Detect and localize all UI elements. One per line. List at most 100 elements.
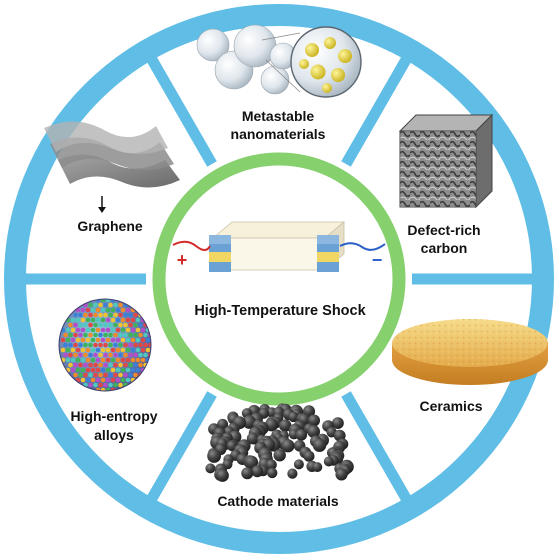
alloy-atom (98, 312, 103, 318)
alloy-atom (60, 347, 66, 353)
alloy-atom (88, 352, 93, 358)
nanoparticle-spheres-icon (196, 24, 362, 98)
alloy-atom (80, 337, 86, 343)
particle (246, 432, 259, 445)
particle (307, 425, 320, 438)
alloy-atom (105, 347, 111, 353)
alloy-atom (113, 302, 118, 308)
alloy-atom (113, 342, 118, 348)
alloy-atom (113, 322, 118, 328)
alloy-atom (80, 327, 86, 333)
alloy-atom (95, 337, 101, 343)
alloy-atom (90, 357, 96, 363)
alloy-atom (90, 337, 96, 343)
alloy-atom (135, 367, 141, 373)
alloy-atom (95, 357, 101, 363)
alloy-atom (108, 342, 113, 348)
alloy-atom (108, 302, 113, 308)
alloy-atom (98, 302, 103, 308)
alloy-atom (68, 322, 73, 328)
particle (287, 468, 298, 479)
alloy-atom (110, 357, 116, 363)
alloy-atom (85, 357, 91, 363)
alloy-atom (83, 372, 88, 378)
alloy-atom (118, 362, 123, 368)
alloy-atom (93, 332, 98, 338)
alloy-atom (65, 337, 71, 343)
alloy-atom (130, 317, 136, 323)
alloy-atom (108, 322, 113, 328)
alloy-atom (78, 362, 83, 368)
alloy-atom (125, 377, 131, 383)
alloy-atom (110, 327, 116, 333)
alloy-atom (93, 322, 98, 328)
alloy-atom (100, 337, 106, 343)
alloy-atom (83, 332, 88, 338)
alloy-atom (115, 377, 121, 383)
particle (244, 455, 259, 469)
alloy-atom (70, 337, 76, 343)
alloy-atom (130, 367, 136, 373)
alloy-atom (138, 352, 143, 358)
alloy-atom (123, 362, 128, 368)
alloy-atom (105, 387, 111, 391)
alloy-atom (120, 367, 126, 373)
alloy-atom (85, 377, 91, 383)
alloy-atom (83, 322, 88, 328)
alloy-atom (140, 337, 146, 343)
alloy-atom (95, 299, 101, 303)
alloy-atom (110, 337, 116, 343)
alloy-atom (68, 362, 73, 368)
alloy-atom (85, 317, 91, 323)
alloy-atom (103, 362, 108, 368)
alloy-atom (88, 342, 93, 348)
outer-ring (4, 4, 554, 554)
alloy-atom (120, 307, 126, 313)
particle (335, 468, 348, 481)
alloy-atom (120, 347, 126, 353)
alloy-atom (75, 357, 81, 363)
alloy-atom (68, 342, 73, 348)
alloy-atom (135, 317, 141, 323)
alloy-atom (108, 332, 113, 338)
alloy-atom (93, 352, 98, 358)
alloy-atom (110, 367, 116, 373)
alloy-atom (113, 382, 118, 388)
alloy-atom (78, 352, 83, 358)
particle (308, 414, 320, 427)
alloy-atom (105, 299, 111, 303)
alloy-atom (128, 322, 133, 328)
alloy-atom (118, 322, 123, 328)
alloy-atom (85, 347, 91, 353)
particle (241, 467, 254, 480)
alloy-atom (95, 317, 101, 323)
alloy-atom (73, 312, 78, 318)
high-entropy-label-line2: alloys (94, 427, 134, 443)
divider-top-left (142, 48, 217, 167)
alloy-atom (103, 312, 108, 318)
alloy-atom (88, 382, 93, 388)
alloy-atom (143, 342, 148, 348)
alloy-atom (105, 317, 111, 323)
alloy-atom (60, 337, 66, 343)
divider-bottom-left (142, 391, 217, 510)
alloy-atom (120, 337, 126, 343)
alloy-atom (143, 332, 148, 338)
alloy-atom (70, 327, 76, 333)
alloy-atom (88, 322, 93, 328)
alloy-atom (98, 342, 103, 348)
alloy-atom (73, 362, 78, 368)
alloy-atom (140, 357, 146, 363)
particle (288, 411, 299, 423)
alloy-atom (80, 377, 86, 383)
alloy-atom (90, 317, 96, 323)
alloy-atom (113, 332, 118, 338)
particle (207, 449, 222, 463)
alloy-atom (108, 382, 113, 388)
alloy-atom (118, 302, 123, 308)
alloy-atom (133, 312, 138, 318)
alloy-atom (73, 332, 78, 338)
ceramic-disc-icon (392, 319, 548, 385)
alloy-atom (125, 317, 131, 323)
